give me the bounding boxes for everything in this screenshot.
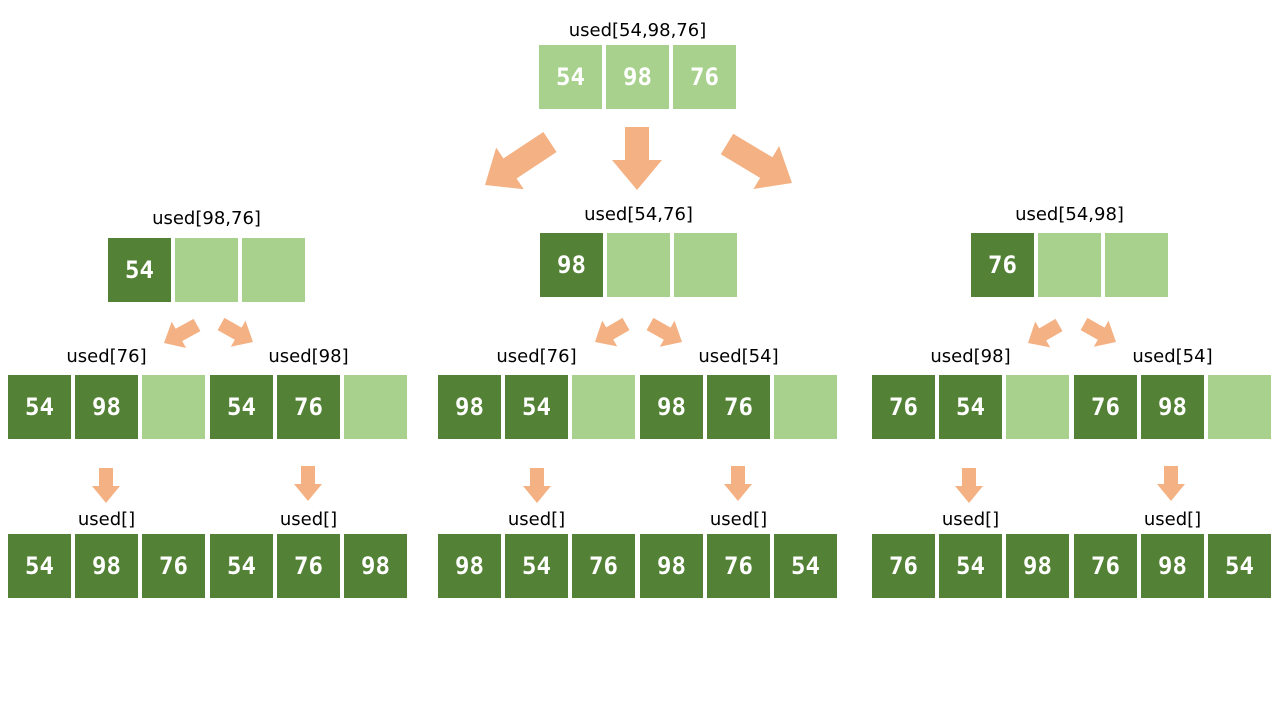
- node-label-n3a: used[]: [77, 509, 136, 530]
- arrow-icon-2: [720, 133, 792, 189]
- array-cell-n1b-1: [607, 233, 670, 297]
- array-cell-n2d-1: 76: [707, 375, 770, 439]
- array-cell-n3c-2: 76: [572, 534, 635, 598]
- array-cell-n2f-2: [1208, 375, 1271, 439]
- array-cell-n3e-0: 76: [872, 534, 935, 598]
- node-label-n3f: used[]: [1143, 509, 1202, 530]
- arrow-icon-4: [217, 317, 253, 347]
- array-cell-n2b-2: [344, 375, 407, 439]
- array-cell-n2c-1: 54: [505, 375, 568, 439]
- array-cell-n1a-0: 54: [108, 238, 171, 302]
- array-cell-n3d-2: 54: [774, 534, 837, 598]
- array-cell-n3c-0: 98: [438, 534, 501, 598]
- arrow-icon-12: [724, 466, 752, 501]
- array-cell-n1c-2: [1105, 233, 1168, 297]
- array-cell-n2d-0: 98: [640, 375, 703, 439]
- arrow-icon-10: [294, 466, 322, 501]
- node-label-n2b: used[98]: [268, 346, 349, 367]
- array-cell-n3a-0: 54: [8, 534, 71, 598]
- node-label-n2c: used[76]: [496, 346, 577, 367]
- array-cell-n1b-0: 98: [540, 233, 603, 297]
- arrow-icon-8: [1080, 317, 1116, 347]
- node-label-n1a: used[98,76]: [152, 208, 261, 229]
- node-label-n2f: used[54]: [1132, 346, 1213, 367]
- node-label-n2e: used[98]: [930, 346, 1011, 367]
- arrow-icon-11: [523, 468, 551, 503]
- array-cell-n1c-1: [1038, 233, 1101, 297]
- array-cell-n2f-0: 76: [1074, 375, 1137, 439]
- array-cell-n3f-0: 76: [1074, 534, 1137, 598]
- array-cell-n3b-2: 98: [344, 534, 407, 598]
- array-cell-n1c-0: 76: [971, 233, 1034, 297]
- array-cell-n3e-1: 54: [939, 534, 1002, 598]
- array-cell-n3f-2: 54: [1208, 534, 1271, 598]
- node-label-n3b: used[]: [279, 509, 338, 530]
- arrow-icon-13: [955, 468, 983, 503]
- array-cell-n2e-2: [1006, 375, 1069, 439]
- array-cell-n2b-0: 54: [210, 375, 273, 439]
- array-cell-n2d-2: [774, 375, 837, 439]
- array-cell-n2f-1: 98: [1141, 375, 1204, 439]
- node-label-n3d: used[]: [709, 509, 768, 530]
- node-label-n1b: used[54,76]: [584, 204, 693, 225]
- array-cell-n2c-0: 98: [438, 375, 501, 439]
- array-cell-n3d-1: 76: [707, 534, 770, 598]
- arrow-icon-1: [612, 127, 662, 190]
- array-cell-n2a-0: 54: [8, 375, 71, 439]
- array-cell-n1b-2: [674, 233, 737, 297]
- arrow-icon-14: [1157, 466, 1185, 501]
- array-cell-n2c-2: [572, 375, 635, 439]
- node-label-n2a: used[76]: [66, 346, 147, 367]
- array-cell-n3c-1: 54: [505, 534, 568, 598]
- array-cell-n3b-1: 76: [277, 534, 340, 598]
- array-cell-n3e-2: 98: [1006, 534, 1069, 598]
- arrow-icon-9: [92, 468, 120, 503]
- array-cell-n3f-1: 98: [1141, 534, 1204, 598]
- array-cell-root-1: 98: [606, 45, 669, 109]
- array-cell-n2e-1: 54: [939, 375, 1002, 439]
- array-cell-root-0: 54: [539, 45, 602, 109]
- node-label-n2d: used[54]: [698, 346, 779, 367]
- array-cell-n2a-1: 98: [75, 375, 138, 439]
- array-cell-n3a-2: 76: [142, 534, 205, 598]
- array-cell-n1a-1: [175, 238, 238, 302]
- node-label-n1c: used[54,98]: [1015, 204, 1124, 225]
- arrow-icon-0: [485, 132, 557, 190]
- node-label-root: used[54,98,76]: [568, 20, 707, 41]
- array-cell-n2a-2: [142, 375, 205, 439]
- array-cell-n2b-1: 76: [277, 375, 340, 439]
- arrow-icon-6: [646, 317, 682, 347]
- array-cell-n3d-0: 98: [640, 534, 703, 598]
- array-cell-n3a-1: 98: [75, 534, 138, 598]
- arrow-icon-3: [164, 318, 201, 348]
- array-cell-n1a-2: [242, 238, 305, 302]
- node-label-n3e: used[]: [941, 509, 1000, 530]
- arrow-icon-5: [595, 317, 630, 347]
- array-cell-root-2: 76: [673, 45, 736, 109]
- node-label-n3c: used[]: [507, 509, 566, 530]
- array-cell-n2e-0: 76: [872, 375, 935, 439]
- arrow-icon-7: [1028, 318, 1063, 348]
- array-cell-n3b-0: 54: [210, 534, 273, 598]
